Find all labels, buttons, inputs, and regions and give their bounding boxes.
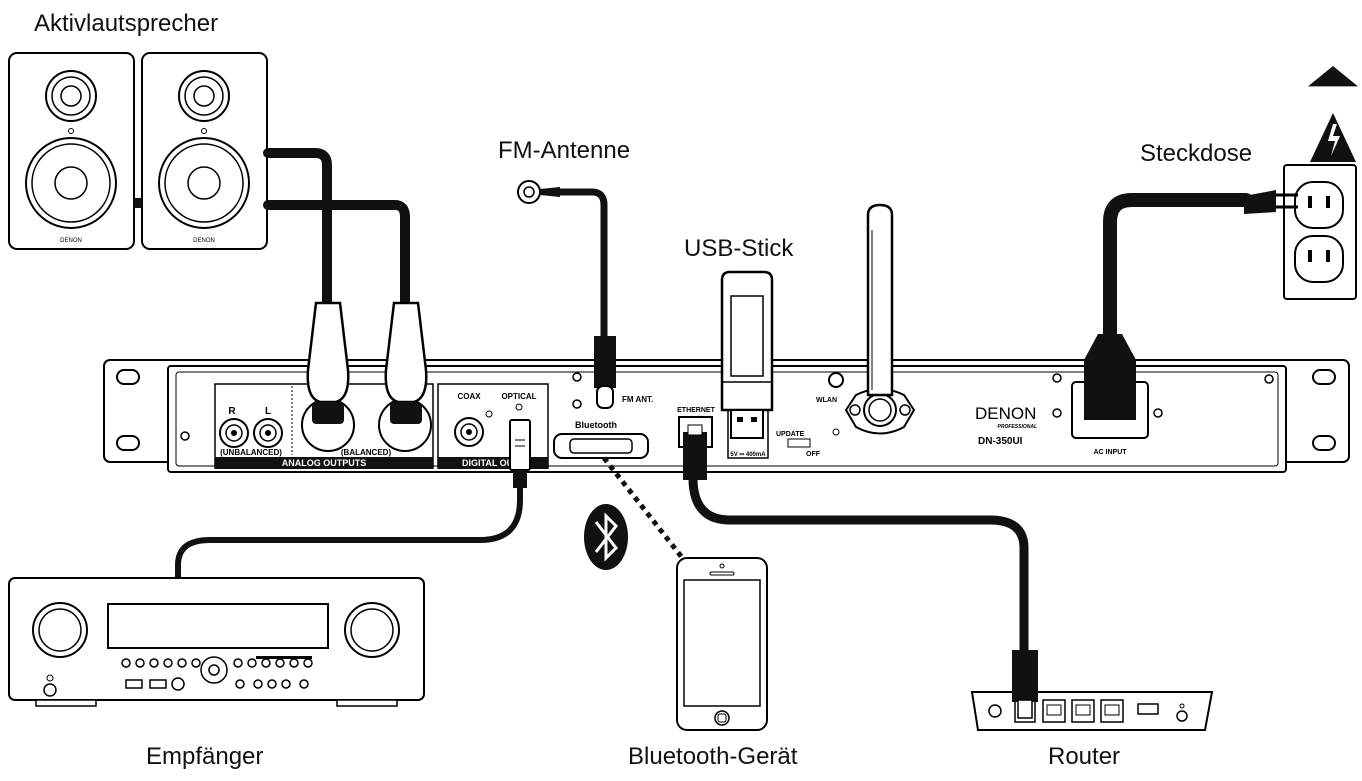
speaker-link-cable (134, 198, 142, 208)
optical-label: OPTICAL (501, 392, 536, 401)
brand-label: DENON (975, 404, 1036, 423)
coax-label: COAX (457, 392, 481, 401)
router (970, 650, 1214, 731)
bluetooth-link (602, 456, 686, 562)
receiver (8, 577, 425, 707)
off-label: OFF (806, 451, 821, 458)
xlr-plug-1 (306, 301, 350, 424)
ac-input-label: AC INPUT (1093, 449, 1127, 456)
xlr-cable-2 (263, 200, 410, 310)
bluetooth-icon (584, 504, 628, 570)
label-outlet: Steckdose (1140, 140, 1253, 167)
brand-sub-label: PROFESSIONAL (998, 424, 1037, 430)
speaker-left: DENON (8, 52, 135, 250)
usb-spec-label: 5V ⎓ 400mA (730, 452, 766, 458)
optical-plug (509, 419, 531, 488)
smartphone (676, 557, 768, 731)
update-switch[interactable] (787, 438, 811, 448)
speaker-right-brand: DENON (193, 238, 215, 244)
ethernet-plug (683, 424, 707, 480)
model-label: DN-350UI (978, 436, 1023, 447)
rca-l-label: L (265, 406, 271, 417)
digital-outputs-label: DIGITAL OUT (462, 458, 519, 468)
power-plug (1084, 334, 1136, 420)
fm-ant-label: FM ANT. (622, 395, 653, 404)
rca-r-label: R (228, 406, 236, 417)
power-cable (1103, 193, 1253, 345)
fm-antenna (517, 180, 560, 204)
xlr-cable-1 (263, 148, 332, 310)
label-bluetooth-device: Bluetooth-Gerät (628, 743, 798, 770)
bluetooth-panel-label: Bluetooth (575, 420, 617, 430)
label-router: Router (1048, 743, 1121, 770)
optical-cable (175, 485, 523, 581)
update-label: UPDATE (776, 431, 805, 438)
label-usb-stick: USB-Stick (684, 235, 794, 262)
speaker-right: DENON (141, 52, 268, 250)
balanced-label: (BALANCED) (341, 448, 392, 457)
wall-outlet (1244, 164, 1357, 300)
speaker-left-brand: DENON (60, 238, 82, 244)
usb-stick (720, 270, 774, 439)
analog-outputs-label: ANALOG OUTPUTS (282, 458, 367, 468)
label-fm-antenna: FM-Antenne (498, 137, 631, 164)
cables (175, 148, 1253, 657)
fm-plug (594, 336, 616, 409)
wlan-label: WLAN (816, 397, 837, 404)
label-speakers: Aktivlautsprecher (34, 10, 219, 37)
label-receiver: Empfänger (146, 743, 264, 770)
warning-triangle-icon (1308, 66, 1358, 162)
xlr-plug-2 (384, 301, 428, 424)
ethernet-label: ETHERNET (677, 407, 715, 414)
fm-cable (541, 188, 608, 342)
ethernet-cable (688, 473, 1029, 657)
wlan-antenna (866, 203, 894, 397)
unbalanced-label: (UNBALANCED) (220, 448, 282, 457)
